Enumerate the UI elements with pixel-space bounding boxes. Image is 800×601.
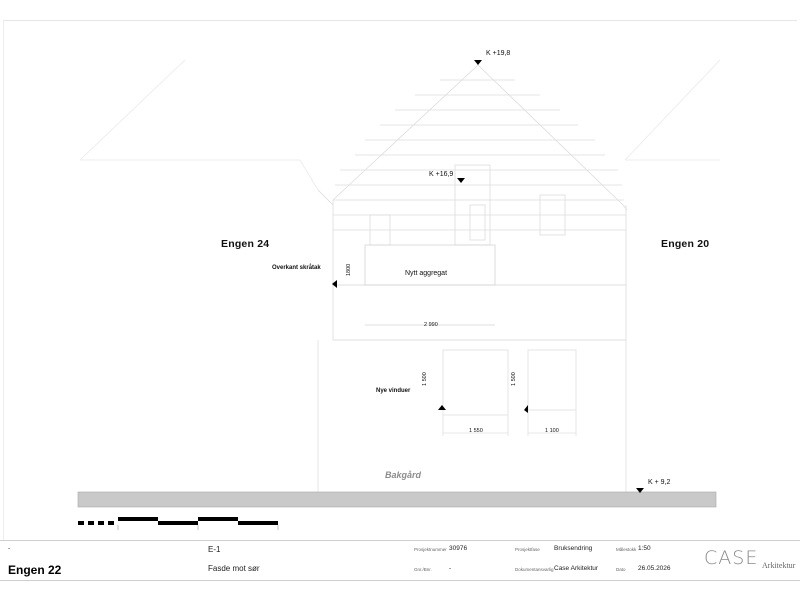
gnr-bnr-value: - xyxy=(449,565,452,572)
scale-value: 1:50 xyxy=(638,545,651,552)
phase-value: Bruksendring xyxy=(554,545,593,552)
drawing-number: E-1 xyxy=(208,545,221,554)
main-roof xyxy=(317,64,628,340)
eave-level-marker xyxy=(457,178,465,183)
window-right-marker xyxy=(524,405,528,413)
ridge-level-label: K +19,8 xyxy=(486,50,511,57)
lower-facade xyxy=(317,340,627,492)
title-block-divider xyxy=(0,580,800,581)
project-number-label: Prosjektnummer xyxy=(414,547,447,552)
skylight-height-dim: 1800 xyxy=(346,263,352,276)
window-left-width-dim: 1 550 xyxy=(469,428,483,434)
company-logo-sub: Arkitektur xyxy=(762,561,796,570)
scale-bar xyxy=(78,517,279,530)
date-label: Dato xyxy=(616,567,626,572)
address-title: Engen 22 xyxy=(8,563,62,577)
date-value: 26.05.2026 xyxy=(638,565,671,572)
skylight-note: Overkant skråtak xyxy=(272,265,321,271)
neighbor-right-label: Engen 20 xyxy=(661,238,710,250)
new-unit-label: Nytt aggregat xyxy=(405,270,448,277)
ground-strip xyxy=(77,491,717,508)
title-block xyxy=(0,540,800,601)
company-logo: CASE xyxy=(704,547,759,569)
phase-label: Prosjektfase xyxy=(515,547,540,552)
window-right-width-dim: 1 100 xyxy=(545,428,559,434)
window-left-height-dim: 1 500 xyxy=(422,372,428,386)
neighbor-outlines xyxy=(79,59,721,191)
courtyard-label: Bakgård xyxy=(385,470,422,480)
owner-value: Case Arkitektur xyxy=(554,565,599,572)
eave-level-label: K +16,9 xyxy=(429,171,454,178)
facade-drawing xyxy=(77,59,721,530)
skylight-marker xyxy=(332,280,337,288)
drawing-title: Fasde mot sør xyxy=(208,564,260,573)
drawing-frame xyxy=(3,20,797,540)
gnr-bnr-label: Gnr./Bnr. xyxy=(414,567,432,572)
window-left-marker xyxy=(438,405,446,410)
owner-label: Dokumentansvarlig xyxy=(515,567,554,572)
ground-level-marker xyxy=(636,488,644,493)
new-windows-note: Nye vinduer xyxy=(376,388,411,394)
window-right-height-dim: 1 500 xyxy=(511,372,517,386)
ridge-level-marker xyxy=(474,60,482,65)
revision-value: - xyxy=(8,545,11,552)
project-number: 30976 xyxy=(449,545,468,552)
neighbor-left-label: Engen 24 xyxy=(221,238,270,250)
scale-label: Målestokk xyxy=(616,547,637,552)
unit-width-dim: 2 990 xyxy=(424,322,438,328)
ground-level-label: K + 9,2 xyxy=(648,479,671,486)
new-unit xyxy=(333,244,626,341)
level-markers xyxy=(332,60,644,493)
